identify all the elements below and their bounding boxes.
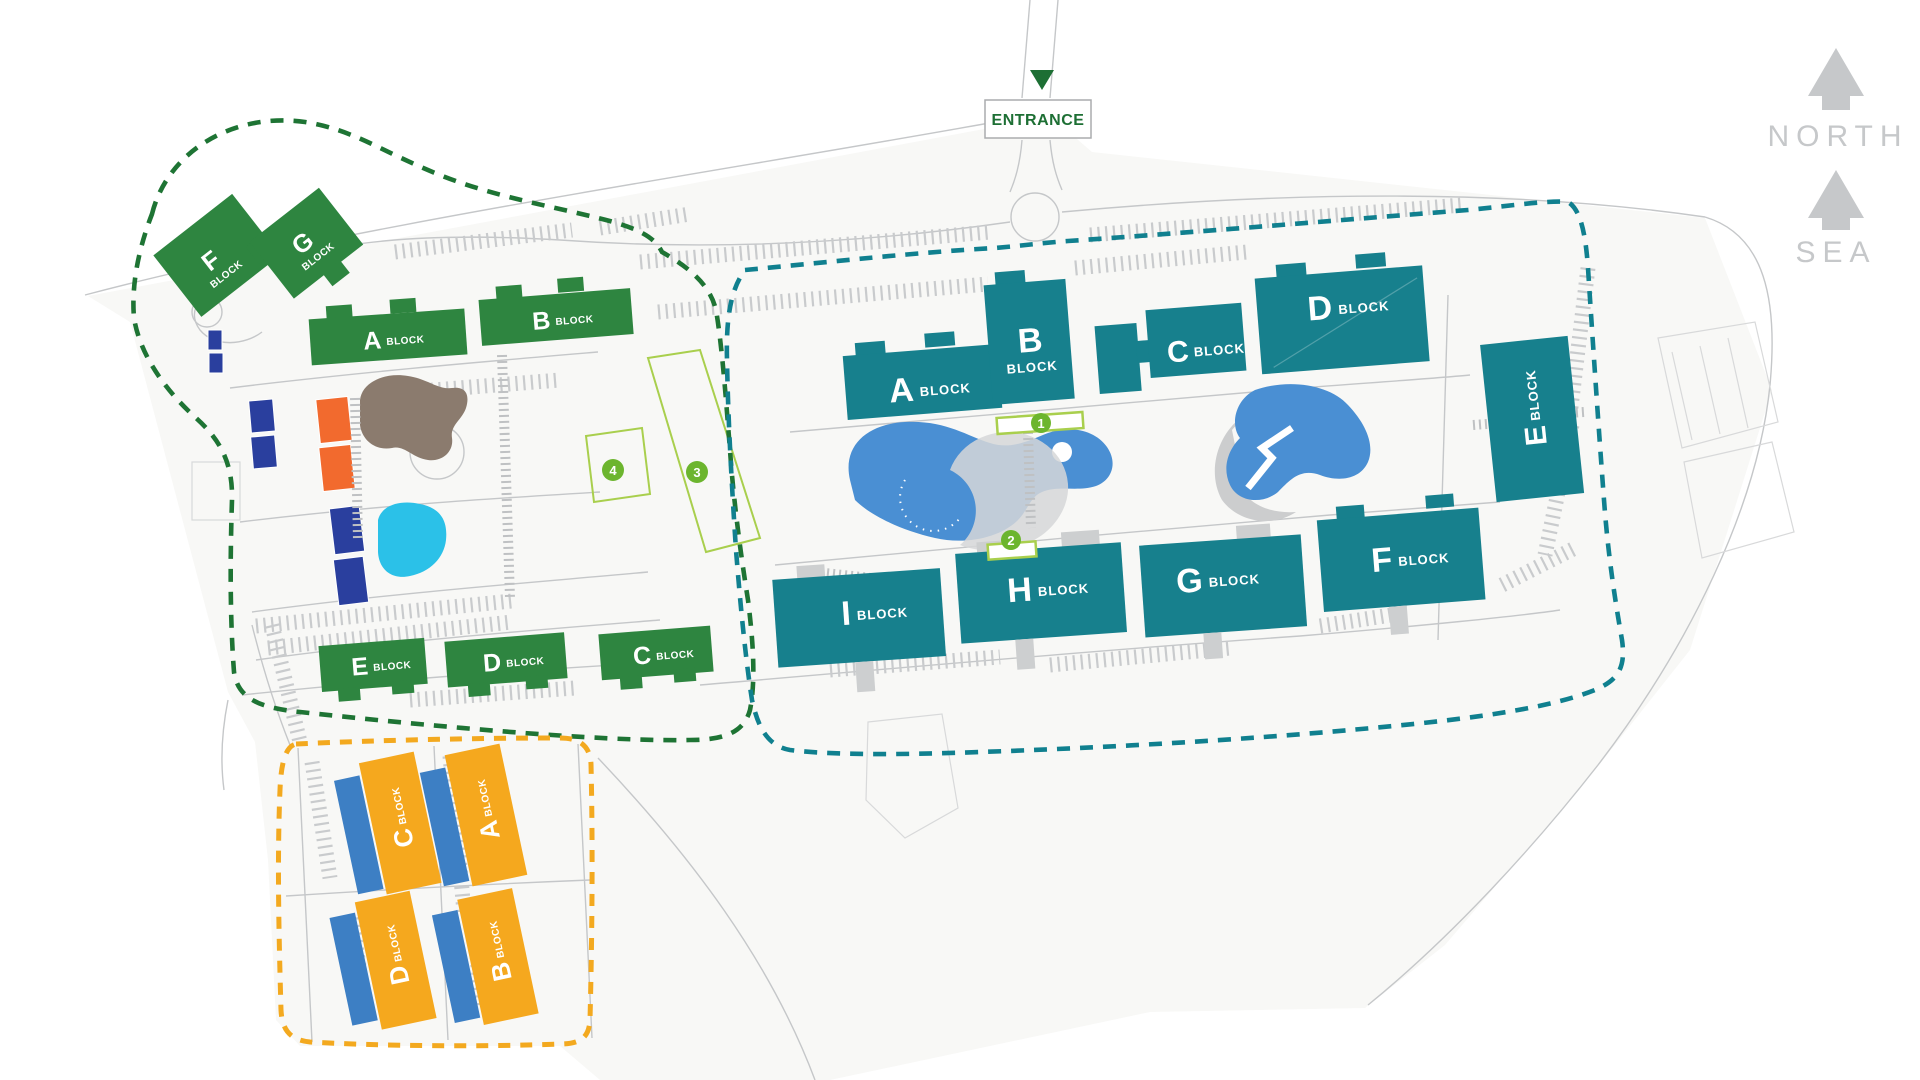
green-block-B[interactable]: B BLOCK	[477, 273, 634, 346]
amenities	[207, 329, 1371, 607]
teal-block-G-letter: G	[1175, 561, 1204, 601]
green-block-G[interactable]: G BLOCK	[249, 187, 372, 310]
teal-block-C-word: BLOCK	[1193, 341, 1245, 360]
yellow-block-D[interactable]: D BLOCK	[327, 890, 437, 1036]
green-block-B-word: BLOCK	[555, 314, 594, 328]
pond	[360, 375, 468, 461]
sport-fields	[584, 348, 762, 554]
pool-deck-arc	[950, 431, 1069, 551]
teal-block-A-word: BLOCK	[919, 380, 971, 399]
green-block-A-letter: A	[362, 326, 382, 355]
yellow-zone: C BLOCK A BLOCK D BLOCK B BLOC	[327, 743, 539, 1036]
entrance-label: ENTRANCE	[992, 112, 1085, 129]
field-4	[584, 426, 652, 504]
green-block-B-letter: B	[531, 307, 551, 336]
water-slide-icon	[1245, 425, 1294, 491]
marker-3[interactable]	[686, 461, 708, 483]
yellow-block-C[interactable]: C BLOCK	[332, 751, 442, 901]
north-arrow-icon	[1808, 48, 1864, 110]
teal-zone: A BLOCK B BLOCK C BLOCK D BLOCK E	[771, 249, 1585, 697]
entrance-arrow-icon	[1030, 70, 1054, 90]
green-block-D[interactable]: D BLOCK	[444, 632, 568, 698]
yellow-block-B[interactable]: B BLOCK	[430, 888, 539, 1031]
marker-1-number: 1	[1037, 416, 1044, 431]
marker-1[interactable]	[1031, 413, 1051, 433]
teal-block-D-word: BLOCK	[1338, 298, 1390, 317]
entrance-group: ENTRANCE	[984, 70, 1092, 139]
teal-block-F-letter: F	[1370, 541, 1394, 581]
markers: 1 2 3 4	[602, 410, 1085, 561]
teal-block-H-word: BLOCK	[1037, 581, 1089, 600]
teal-block-D[interactable]: D BLOCK	[1253, 249, 1430, 375]
road-network	[84, 0, 1773, 1080]
yellow-block-A[interactable]: A BLOCK	[417, 743, 528, 893]
pool-bridge	[1023, 431, 1036, 529]
teal-block-E-word: BLOCK	[1523, 369, 1543, 422]
teal-block-A-letter: A	[888, 371, 915, 411]
teal-block-C[interactable]: C BLOCK	[1094, 302, 1248, 395]
green-block-E-letter: E	[350, 652, 369, 681]
teal-block-G-word: BLOCK	[1208, 571, 1260, 590]
green-zone-boundary	[131, 118, 756, 743]
yellow-zone-boundary	[275, 735, 595, 1049]
green-block-C-word: BLOCK	[656, 649, 695, 663]
teal-block-A[interactable]: A BLOCK	[841, 328, 1003, 420]
teal-block-B[interactable]: B BLOCK	[983, 267, 1075, 405]
north-label: NORTH	[1767, 120, 1908, 153]
roundabout	[1010, 192, 1060, 242]
teal-block-E-letter: E	[1519, 424, 1554, 447]
green-block-A[interactable]: A BLOCK	[308, 295, 468, 366]
green-block-E-word: BLOCK	[373, 660, 412, 674]
outbuilding-outline	[865, 713, 959, 839]
compass: NORTH SEA	[1767, 48, 1908, 269]
green-block-A-word: BLOCK	[386, 334, 425, 348]
field-3	[646, 348, 762, 554]
orange-courts	[315, 395, 356, 493]
sea-arrow-icon	[1808, 170, 1864, 230]
marker-2[interactable]	[1001, 530, 1021, 550]
green-zone: F BLOCK G BLOCK A BLOCK B BLOCK E	[153, 187, 714, 703]
green-block-D-word: BLOCK	[506, 656, 545, 670]
teal-block-F-word: BLOCK	[1398, 550, 1450, 569]
teal-block-H[interactable]: H BLOCK	[954, 528, 1129, 673]
green-block-E[interactable]: E BLOCK	[318, 637, 428, 703]
cyan-pool	[378, 502, 447, 577]
teal-block-B-word: BLOCK	[1006, 358, 1058, 377]
teal-block-I-letter: I	[840, 595, 852, 634]
green-block-C[interactable]: C BLOCK	[598, 625, 714, 692]
marker-4[interactable]	[602, 459, 624, 481]
tennis-courts	[207, 329, 370, 607]
teal-block-D-letter: D	[1306, 289, 1333, 329]
marker-3-number: 3	[693, 465, 700, 480]
sea-label: SEA	[1795, 236, 1876, 269]
teal-block-I[interactable]: I BLOCK	[771, 556, 948, 697]
offsite-structures	[1657, 321, 1795, 559]
teal-block-B-letter: B	[1016, 321, 1043, 361]
teal-block-I-word: BLOCK	[856, 605, 908, 624]
entrance-sign[interactable]	[984, 99, 1092, 139]
marker-4-number: 4	[609, 463, 617, 478]
teal-block-G[interactable]: G BLOCK	[1138, 521, 1309, 663]
teal-block-E[interactable]: E BLOCK	[1480, 335, 1585, 503]
teal-block-H-letter: H	[1006, 571, 1033, 611]
teal-block-F[interactable]: F BLOCK	[1316, 492, 1488, 640]
green-block-C-letter: C	[632, 641, 652, 670]
marker-2-number: 2	[1007, 533, 1014, 548]
teal-block-C-letter: C	[1166, 335, 1190, 370]
green-block-D-letter: D	[482, 648, 502, 677]
